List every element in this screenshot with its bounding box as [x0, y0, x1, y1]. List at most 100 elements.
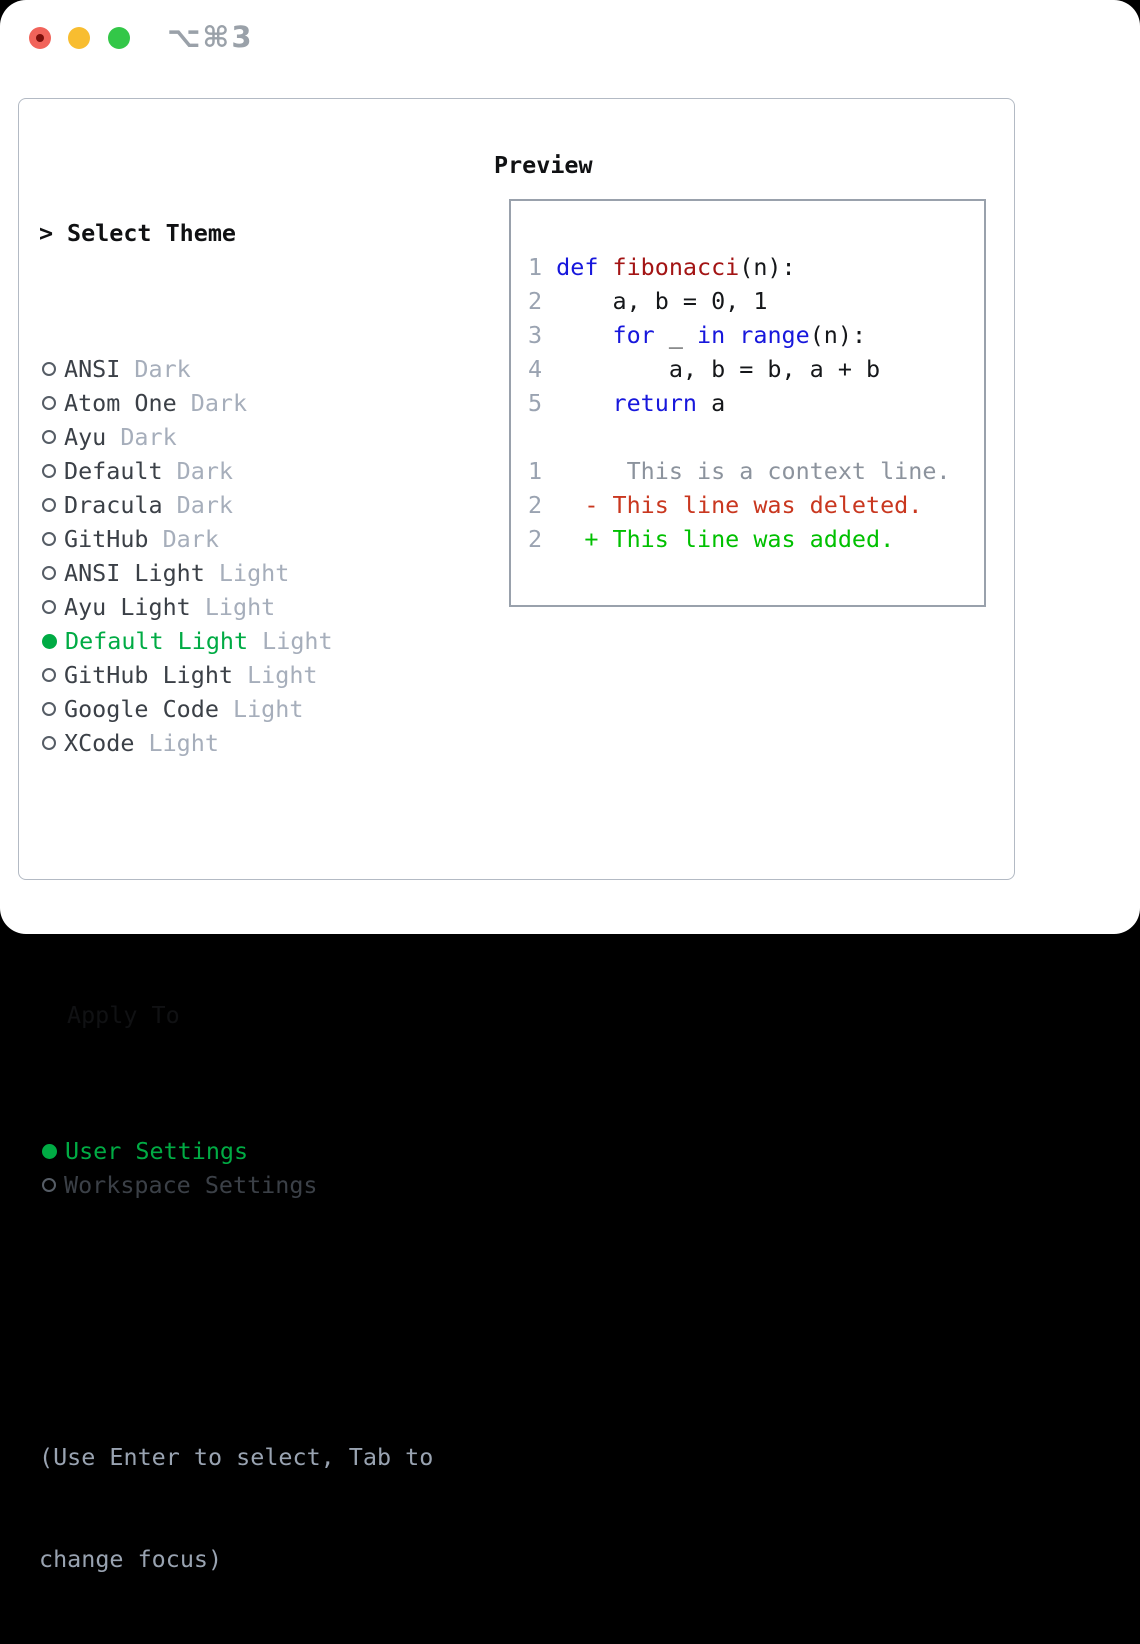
line-number: 1 [528, 253, 557, 281]
theme-item-name: Atom One [64, 389, 177, 417]
radio-unselected-icon [42, 736, 56, 750]
minimize-button[interactable] [68, 27, 90, 49]
theme-item-badge: Light [204, 559, 290, 587]
apply-to-option[interactable]: User Settings [39, 1134, 433, 1168]
help-text-line2: change focus) [39, 1545, 223, 1573]
theme-item[interactable]: Default Light Light [39, 624, 433, 658]
radio-unselected-icon [42, 668, 56, 682]
radio-unselected-icon [42, 464, 56, 478]
theme-item-badge: Light [134, 729, 219, 757]
theme-item-name: ANSI [64, 355, 121, 383]
theme-item[interactable]: ANSI Light Light [39, 556, 433, 590]
code-token: a [697, 389, 726, 417]
line-number: 5 [528, 389, 557, 417]
theme-item[interactable]: Dracula Dark [39, 488, 433, 522]
theme-item-name: Default [64, 457, 163, 485]
radio-unselected-icon [42, 430, 56, 444]
theme-item-name: GitHub Light [64, 661, 233, 689]
theme-item-name: Dracula [64, 491, 163, 519]
code-token: for [612, 321, 655, 349]
preview-title: Preview [494, 151, 593, 179]
radio-unselected-icon [42, 600, 56, 614]
theme-item[interactable]: GitHub Dark [39, 522, 433, 556]
code-token: (n): [809, 321, 867, 349]
theme-item[interactable]: Atom One Dark [39, 386, 433, 420]
close-button[interactable] [29, 27, 51, 49]
theme-item-name: GitHub [64, 525, 149, 553]
code-line: 2 a, b = 0, 1 [528, 284, 950, 318]
code-token: return [612, 389, 698, 417]
theme-item-badge: Dark [162, 457, 233, 485]
code-token: a, b = 0, 1 [556, 287, 768, 315]
line-number: 2 [528, 287, 557, 315]
line-number: 1 [528, 457, 543, 485]
radio-unselected-icon [42, 362, 56, 376]
window-shortcut-label: ⌥⌘3 [167, 20, 254, 54]
theme-item-badge: Dark [106, 423, 177, 451]
code-line: 5 return a [528, 386, 950, 420]
theme-item-badge: Dark [162, 491, 233, 519]
theme-item[interactable]: Ayu Dark [39, 420, 433, 454]
code-token [556, 389, 612, 417]
code-line: 3 for _ in range(n): [528, 318, 950, 352]
theme-item[interactable]: ANSI Dark [39, 352, 433, 386]
spacer [39, 1304, 433, 1338]
code-token: range [739, 321, 810, 349]
apply-to-option-name: Workspace Settings [64, 1171, 318, 1199]
theme-item-name: XCode [64, 729, 135, 757]
radio-unselected-icon [42, 702, 56, 716]
theme-item-name: Ayu Light [64, 593, 191, 621]
theme-item[interactable]: Default Dark [39, 454, 433, 488]
theme-item-badge: Light [190, 593, 276, 621]
help-text-line1: (Use Enter to select, Tab to [39, 1443, 434, 1471]
zoom-button[interactable] [108, 27, 130, 49]
code-token: a, b = b, a + b [556, 355, 881, 383]
apply-to-header: Apply To [67, 1001, 180, 1029]
line-number: 4 [528, 355, 557, 383]
theme-item[interactable]: GitHub Light Light [39, 658, 433, 692]
apply-to-option[interactable]: Workspace Settings [39, 1168, 433, 1202]
radio-selected-icon [42, 1143, 57, 1159]
radio-unselected-icon [42, 532, 56, 546]
code-token: _ [654, 321, 698, 349]
radio-selected-icon [42, 633, 57, 649]
line-number: 2 [528, 491, 543, 519]
theme-item-badge: Dark [120, 355, 191, 383]
titlebar: ⌥⌘3 [0, 0, 1140, 76]
line-number: 3 [528, 321, 557, 349]
theme-item-badge: Dark [148, 525, 219, 553]
theme-item[interactable]: Ayu Light Light [39, 590, 433, 624]
code-token: def [556, 253, 613, 281]
diff-line-context: 1 This is a context line. [528, 454, 950, 488]
diff-line-added: 2 + This line was added. [528, 522, 950, 556]
select-theme-title: Select Theme [67, 219, 236, 247]
diff-line-deleted: 2 - This line was deleted. [528, 488, 950, 522]
code-token: (n): [739, 253, 796, 281]
code-line: 4 a, b = b, a + b [528, 352, 950, 386]
code-token [725, 321, 739, 349]
theme-item-name: Google Code [64, 695, 219, 723]
spacer [39, 862, 433, 896]
code-line: 1 def fibonacci(n): [528, 250, 950, 284]
theme-item-name: Ayu [64, 423, 107, 451]
radio-unselected-icon [42, 566, 56, 580]
theme-item[interactable]: Google Code Light [39, 692, 433, 726]
theme-item-name: Default Light [65, 627, 249, 655]
radio-unselected-icon [42, 1178, 56, 1192]
radio-unselected-icon [42, 396, 56, 410]
blank-line [528, 420, 950, 454]
prompt-caret-icon: > [39, 219, 54, 247]
theme-item-badge: Light [218, 695, 304, 723]
diff-text: This is a context line. [542, 457, 951, 485]
theme-item[interactable]: XCode Light [39, 726, 433, 760]
diff-text: + This line was added. [542, 525, 895, 553]
theme-item-badge: Light [248, 627, 333, 655]
theme-item-badge: Light [233, 661, 318, 689]
select-theme-header: > Select Theme [39, 216, 433, 250]
code-token: in [697, 321, 726, 349]
